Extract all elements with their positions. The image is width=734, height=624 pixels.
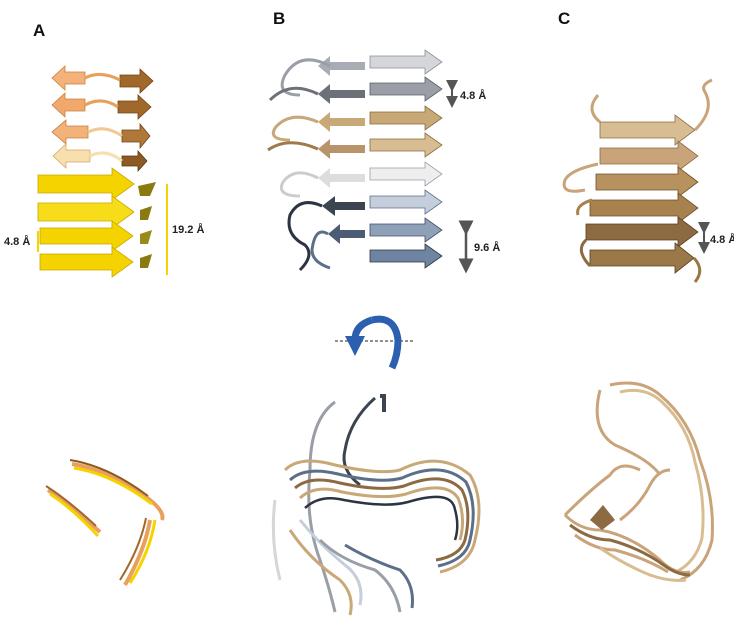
panel-c-fibril-side-view: [564, 80, 712, 282]
panel-b: B: [268, 9, 500, 615]
panel-a-height-marker: 19.2 Å: [167, 184, 204, 275]
panel-a-spacing-label: 4.8 Å: [4, 235, 30, 248]
panel-a-fibril-side-view: [38, 66, 156, 277]
panel-a: A: [4, 21, 204, 585]
panel-a-orange-strands: [52, 66, 153, 171]
panel-a-fibril-top-view: [46, 460, 163, 585]
panel-b-label: B: [273, 9, 285, 28]
panel-b-spacing-marker: 4.8 Å: [452, 86, 486, 102]
rotate-180-arrow-icon: [335, 319, 415, 368]
panel-a-label: A: [33, 21, 45, 40]
panel-a-height-label: 19.2 Å: [172, 223, 204, 236]
panel-c-spacing-label: 4.8 Å: [710, 233, 734, 246]
panel-b-fibril-top-view: [273, 396, 479, 615]
panel-b-fibril-side-view: [268, 50, 442, 270]
panel-a-yellow-strands: [38, 168, 156, 277]
panel-c-fibril-top-view: [565, 383, 713, 580]
panel-b-stack-label: 9.6 Å: [474, 241, 500, 254]
panel-b-stack-marker: 9.6 Å: [466, 228, 500, 266]
panel-c: C 4.8 Å: [558, 9, 734, 580]
panel-c-label: C: [558, 9, 570, 28]
panel-b-spacing-label: 4.8 Å: [460, 89, 486, 102]
panel-c-spacing-marker: 4.8 Å: [704, 228, 734, 248]
panel-a-spacing-marker: 4.8 Å: [4, 231, 38, 252]
